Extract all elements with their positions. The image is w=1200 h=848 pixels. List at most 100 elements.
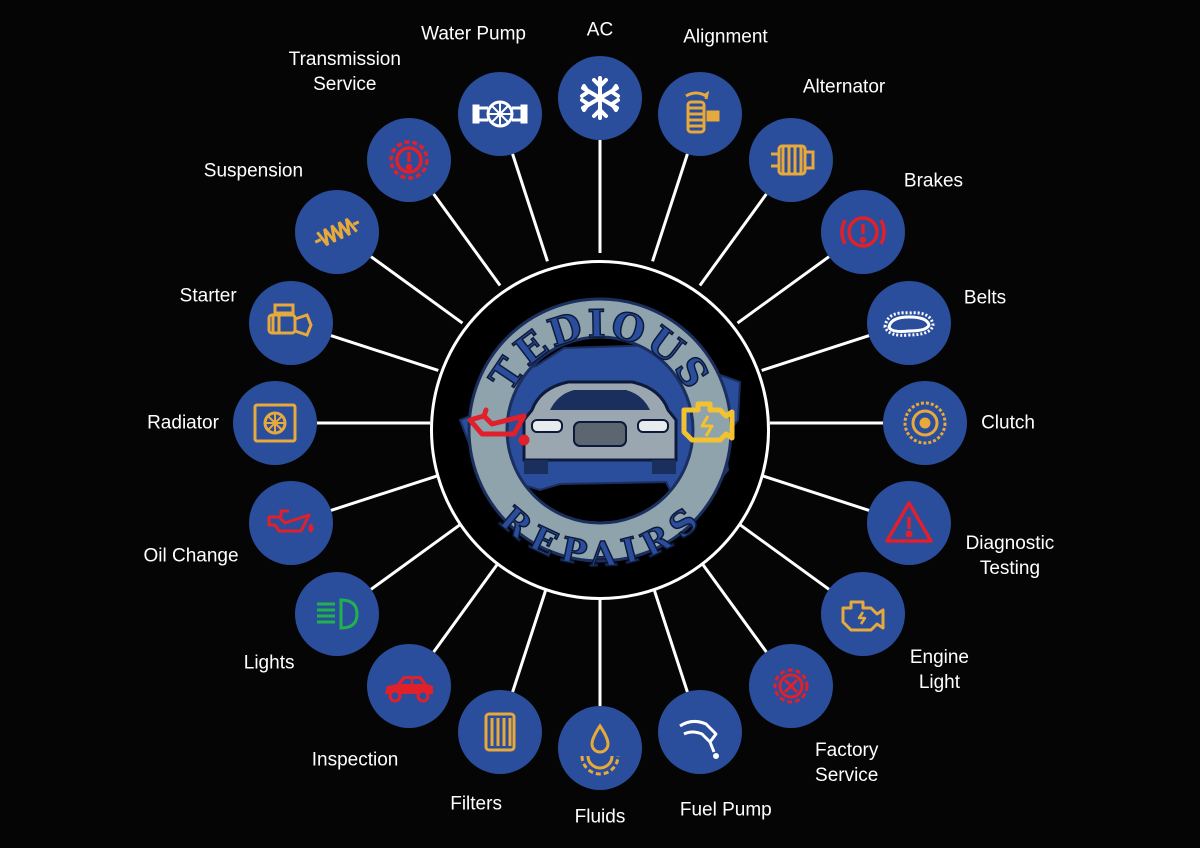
spoke-starter bbox=[330, 334, 439, 372]
logo-car-icon bbox=[522, 380, 678, 474]
service-radiator-label: Radiator bbox=[147, 411, 219, 436]
spoke-water-pump bbox=[511, 153, 549, 262]
brake-warning-icon bbox=[840, 216, 886, 248]
service-label-line: Clutch bbox=[981, 412, 1035, 434]
radiator-fan-icon bbox=[253, 403, 297, 443]
service-alignment-button[interactable] bbox=[658, 71, 743, 156]
service-oil-change-button[interactable] bbox=[248, 481, 333, 566]
service-alignment-label: Alignment bbox=[683, 24, 768, 49]
service-starter-label: Starter bbox=[180, 283, 237, 308]
logo-badge-ring bbox=[469, 299, 731, 561]
service-brakes-label: Brakes bbox=[904, 168, 963, 193]
spoke-engine-light bbox=[736, 521, 830, 591]
service-transmission-button[interactable] bbox=[366, 118, 451, 203]
service-ac-button[interactable] bbox=[558, 56, 642, 140]
service-alternator-button[interactable] bbox=[749, 118, 834, 203]
service-starter-button[interactable] bbox=[248, 280, 333, 365]
spoke-alignment bbox=[651, 153, 689, 262]
alternator-icon bbox=[771, 144, 815, 176]
service-fuel-pump-button[interactable] bbox=[658, 690, 743, 775]
spoke-belts bbox=[761, 334, 870, 372]
starter-motor-icon bbox=[267, 303, 313, 337]
tedious-repairs-logo: TEDIOUS REPAIRS bbox=[458, 297, 742, 576]
spoke-fuel-pump bbox=[651, 584, 689, 693]
service-radiator-button[interactable] bbox=[233, 381, 317, 465]
coil-spring-icon bbox=[314, 217, 360, 247]
logo-check-engine-icon bbox=[681, 401, 735, 443]
transmission-warning-icon bbox=[389, 140, 429, 180]
spoke-inspection bbox=[432, 559, 502, 653]
service-lights-button[interactable] bbox=[295, 572, 380, 657]
service-label-line: Diagnostic bbox=[965, 533, 1055, 555]
service-label-line: Belts bbox=[963, 287, 1007, 309]
service-water-pump-button[interactable] bbox=[457, 71, 542, 156]
air-filter-icon bbox=[484, 712, 516, 752]
service-engine-light-button[interactable] bbox=[820, 572, 905, 657]
belt-icon bbox=[883, 310, 935, 337]
logo-oil-can-icon bbox=[467, 407, 530, 446]
service-filters-label: Filters bbox=[450, 792, 502, 817]
service-suspension-label: Suspension bbox=[204, 159, 303, 184]
spoke-filters bbox=[511, 584, 549, 693]
service-label-line: Transmission bbox=[288, 48, 401, 70]
service-belts-button[interactable] bbox=[867, 280, 952, 365]
service-ac-label: AC bbox=[587, 17, 613, 42]
spoke-lights bbox=[370, 521, 464, 591]
service-label-line: Alternator bbox=[802, 76, 886, 98]
spoke-oil-change bbox=[330, 474, 439, 512]
service-oil-change-label: Oil Change bbox=[143, 543, 238, 568]
fluid-drop-gear-icon bbox=[580, 723, 620, 776]
service-label-line: Service bbox=[815, 764, 879, 786]
service-suspension-button[interactable] bbox=[295, 189, 380, 274]
oil-can-icon bbox=[267, 509, 314, 533]
service-fuel-pump-label: Fuel Pump bbox=[680, 798, 772, 823]
spoke-factory bbox=[698, 559, 768, 653]
service-inspection-button[interactable] bbox=[366, 643, 451, 728]
service-fluids-button[interactable] bbox=[558, 706, 642, 790]
clutch-disc-icon bbox=[903, 401, 947, 445]
spoke-transmission bbox=[432, 193, 502, 287]
service-label-line: Service bbox=[313, 73, 377, 95]
service-label-line: Water Pump bbox=[421, 23, 527, 45]
service-label-line: Alignment bbox=[683, 26, 768, 48]
service-label-line: Inspection bbox=[311, 749, 399, 771]
service-label-line: Oil Change bbox=[143, 545, 239, 567]
service-filters-button[interactable] bbox=[457, 690, 542, 775]
service-clutch-button[interactable] bbox=[883, 381, 967, 465]
water-pump-icon bbox=[472, 100, 528, 128]
service-label-line: Testing bbox=[979, 558, 1041, 580]
headlight-icon bbox=[317, 598, 359, 630]
service-fluids-label: Fluids bbox=[575, 804, 626, 829]
service-alternator-label: Alternator bbox=[803, 75, 885, 100]
service-label-line: Filters bbox=[450, 793, 502, 815]
service-lights-label: Lights bbox=[244, 651, 295, 676]
service-diagnostic-button[interactable] bbox=[867, 481, 952, 566]
check-engine-icon bbox=[841, 600, 885, 632]
service-brakes-button[interactable] bbox=[820, 189, 905, 274]
tire-alignment-icon bbox=[685, 90, 720, 134]
gear-wrench-icon bbox=[773, 668, 809, 704]
spoke-alternator bbox=[698, 193, 768, 287]
spoke-brakes bbox=[736, 255, 830, 325]
service-factory-button[interactable] bbox=[749, 643, 834, 728]
service-label-line: Lights bbox=[243, 652, 295, 674]
service-label-line: Brakes bbox=[903, 170, 964, 192]
warning-triangle-icon bbox=[885, 501, 933, 544]
service-clutch-label: Clutch bbox=[981, 411, 1035, 436]
service-inspection-label: Inspection bbox=[312, 748, 399, 773]
service-label-line: Factory bbox=[815, 739, 879, 761]
spoke-suspension bbox=[370, 255, 464, 325]
service-label-line: Light bbox=[918, 671, 961, 693]
service-label-line: Radiator bbox=[147, 412, 219, 434]
service-label-line: Suspension bbox=[203, 160, 304, 182]
service-label-line: Starter bbox=[179, 285, 237, 307]
service-water-pump-label: Water Pump bbox=[421, 21, 526, 46]
service-belts-label: Belts bbox=[964, 285, 1006, 310]
snowflake-icon bbox=[580, 76, 620, 120]
spoke-diagnostic bbox=[761, 474, 870, 512]
service-label-line: Fluids bbox=[574, 806, 626, 827]
